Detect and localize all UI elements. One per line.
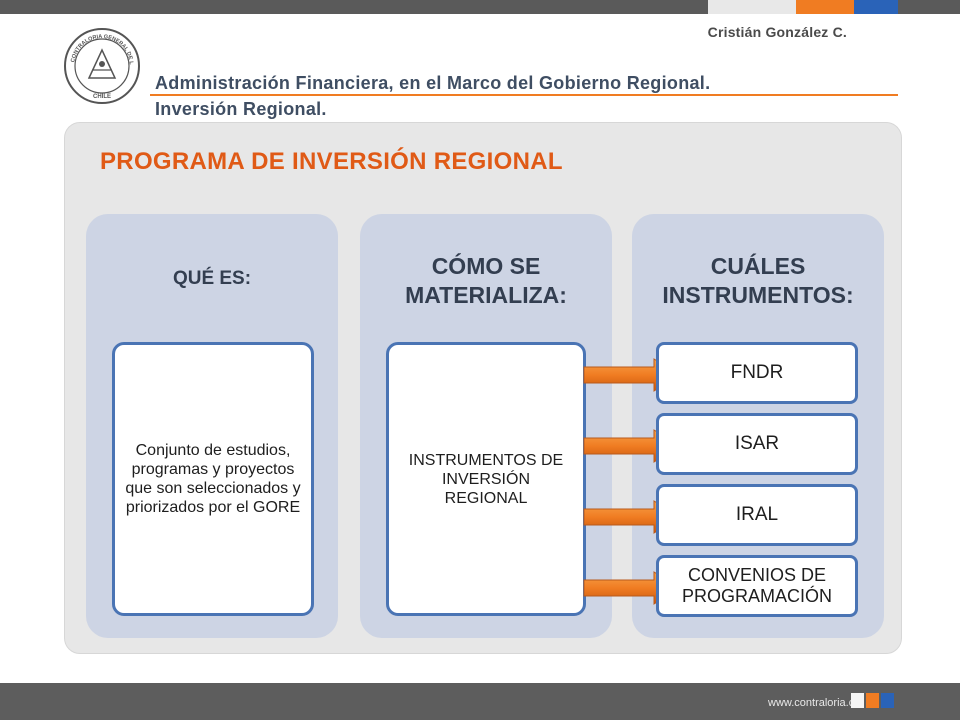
- footer-square-blue: [881, 693, 894, 708]
- instrument-label: FNDR: [730, 362, 784, 383]
- column-header-line-1: CUÁLES: [710, 253, 806, 279]
- footer-square-white: [851, 693, 864, 708]
- footer-square-orange: [866, 693, 879, 708]
- footer-url-link[interactable]: www.contraloria.cl: [768, 697, 857, 709]
- column-header-que-es: QUÉ ES:: [172, 268, 252, 289]
- definition-card: Conjunto de estudios, programas y proyec…: [112, 342, 314, 616]
- column-header-line-1: CÓMO SE: [431, 253, 541, 279]
- instrument-convenios: CONVENIOS DE PROGRAMACIÓN: [656, 555, 858, 617]
- top-bar-segment-orange: [796, 0, 854, 14]
- instrument-label: CONVENIOS DE PROGRAMACIÓN: [681, 565, 832, 606]
- slide-title-line-2: Inversión Regional.: [155, 99, 327, 119]
- instrument-fndr: FNDR: [656, 342, 858, 404]
- column-header-line-2: MATERIALIZA:: [405, 282, 567, 308]
- column-header-line-2: INSTRUMENTOS:: [662, 282, 854, 308]
- definition-text: Conjunto de estudios, programas y proyec…: [125, 442, 301, 516]
- column-header-cuales-instrumentos: CUÁLES INSTRUMENTOS:: [632, 252, 884, 310]
- author-name: Cristián González C.: [707, 24, 847, 40]
- instrument-iral: IRAL: [656, 484, 858, 546]
- top-bar-segment-gray: [708, 0, 796, 14]
- instruments-card: INSTRUMENTOS DE INVERSIÓN REGIONAL: [386, 342, 586, 616]
- footer-bar: [0, 683, 960, 720]
- svg-text:CHILE: CHILE: [93, 94, 111, 100]
- instrument-isar: ISAR: [656, 413, 858, 475]
- slide-title: Administración Financiera, en el Marco d…: [155, 70, 710, 122]
- instrument-label: IRAL: [735, 504, 779, 525]
- title-underline: [150, 94, 898, 96]
- top-bar-segment-blue: [854, 0, 898, 14]
- column-header-como-se-materializa: CÓMO SE MATERIALIZA:: [360, 252, 612, 310]
- instruments-text: INSTRUMENTOS DE INVERSIÓN REGIONAL: [408, 451, 564, 507]
- instrument-label: ISAR: [734, 433, 780, 454]
- contraloria-seal-logo: CONTRALORIA GENERAL DE LA REPUBLICA CHIL…: [62, 26, 140, 104]
- section-title: PROGRAMA DE INVERSIÓN REGIONAL: [100, 148, 563, 175]
- slide-title-line-1: Administración Financiera, en el Marco d…: [155, 73, 711, 93]
